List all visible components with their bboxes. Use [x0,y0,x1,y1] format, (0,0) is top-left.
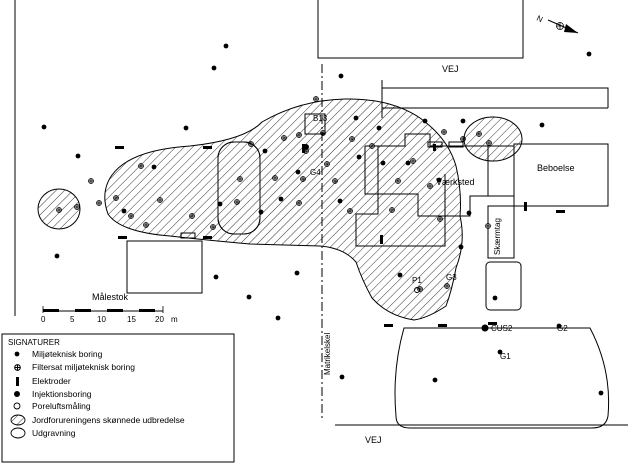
scale-tick-10: 10 [97,315,106,324]
excavation-icon [10,427,26,439]
pore-air-icon [13,402,21,410]
malestok-label: Målestok [92,292,129,302]
contamination-main [104,98,463,321]
legend-item-filtered-boring: Filtersat miljøteknisk boring [32,362,135,372]
north-arrow-icon: N [535,14,579,34]
skaermtag-label: Skærmtag [493,218,502,255]
scale-tick-5: 5 [70,315,75,324]
injection-boring-cus2 [481,324,489,332]
excavation-g1 [394,327,610,429]
scale-tick-0: 0 [41,315,46,324]
label-p1: P1 [412,276,422,285]
electrodes [115,144,565,327]
legend-item-environmental-boring: Miljøteknisk boring [32,349,103,359]
legend-item-electrodes: Elektroder [32,376,71,386]
hatched-area-icon [10,414,26,426]
building-beboelse [513,143,609,207]
matrikelskel-label: Matrikelskel [323,333,332,375]
building-left [126,240,203,294]
legend: SIGNATURER Miljøteknisk boring Filtersat… [1,333,235,463]
scale-tick-15: 15 [127,315,136,324]
label-cus2: CUS2 [491,324,513,333]
legend-item-pore-air: Poreluftsmåling [32,401,91,411]
injection-boring-icon [14,391,20,397]
legend-item-excavation: Udgravning [32,428,76,438]
pore-air-p1 [414,287,420,293]
contamination-workshop-circle [463,116,523,162]
label-g1: G1 [500,352,511,361]
environmental-boring-icon [14,351,20,357]
filtered-boring-icon [14,364,21,371]
road-lines [14,0,628,426]
north-label: N [535,14,544,25]
scale-unit: m [171,315,178,324]
map-labels: VEJ VEJ Beboelse Værksted Skærmtag Matri… [92,64,575,445]
contamination-areas [37,98,523,321]
legend-item-injection-boring: Injektionsboring [32,389,92,399]
scale-bar: 0 5 10 15 20 m [41,306,178,324]
road-label-top: VEJ [442,64,459,74]
beboelse-label: Beboelse [537,163,575,173]
road-label-bottom: VEJ [365,435,382,445]
label-b13: B13 [313,114,328,123]
injection-boring-g4 [303,144,309,150]
legend-title: SIGNATURER [8,338,60,347]
vaerksted-label: Værksted [436,177,475,187]
building-skaermtag [487,205,515,259]
label-g2: G2 [557,324,568,333]
label-g3: G3 [446,273,457,282]
label-g4: G4 [310,168,321,177]
scale-tick-20: 20 [155,315,164,324]
electrode-icon [16,377,19,386]
legend-item-contamination: Jordforureningens skønnede udbredelse [32,415,185,425]
building-small [485,261,522,311]
